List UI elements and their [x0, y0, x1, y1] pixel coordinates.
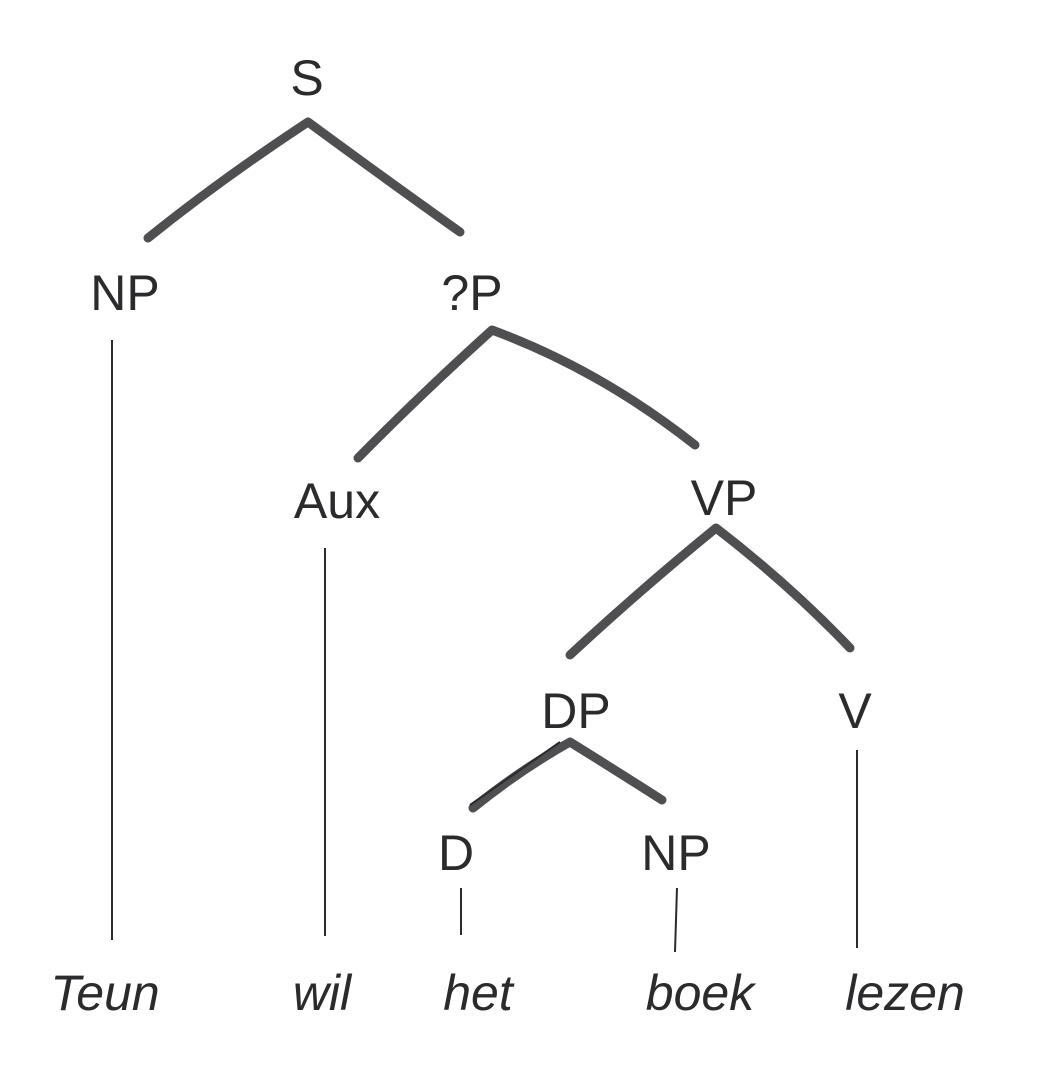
node-d: D: [438, 825, 474, 881]
node-aux: Aux: [294, 473, 380, 529]
branch-vp: [565, 523, 855, 660]
node-qp: ?P: [441, 265, 502, 321]
branch-dp-left-edge: [469, 741, 561, 806]
node-vp: VP: [691, 470, 758, 526]
node-np-object: NP: [641, 825, 710, 881]
word-boek: boek: [646, 965, 757, 1021]
line-np-boek: [674, 887, 678, 953]
word-lezen: lezen: [845, 965, 965, 1021]
node-np-subject: NP: [90, 265, 159, 321]
branch-qp: [353, 325, 700, 463]
word-teun: Teun: [50, 965, 159, 1021]
word-het: het: [443, 965, 515, 1021]
node-dp: DP: [541, 683, 610, 739]
node-v: V: [838, 683, 872, 739]
branch-s: [143, 117, 465, 243]
branch-dp: [468, 737, 667, 813]
word-wil: wil: [293, 965, 353, 1021]
node-s: S: [290, 50, 323, 106]
